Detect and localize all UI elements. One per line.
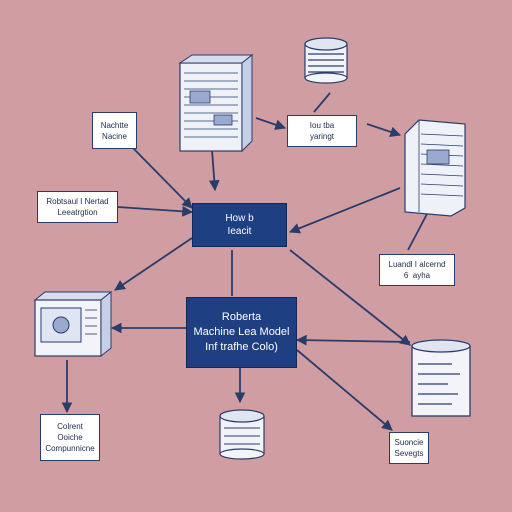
database-icon [304, 37, 348, 84]
connectors [61, 92, 428, 431]
label-right-middle: Luandl I alcernd 6 ayha [379, 254, 455, 286]
label-text: Nacine [102, 131, 127, 141]
node-text: Machine Lea Model [193, 326, 290, 338]
connector-top-node-to-computer [114, 237, 193, 291]
node-main-center: Roberta Machine Lea Model Inf trafhe Col… [186, 297, 297, 368]
label-bottom-right: Suoncie Sevegts [389, 432, 429, 464]
connector-main-to-storage-label [296, 349, 393, 431]
label-text: Colrent [57, 422, 83, 431]
label-text: Sevegts [394, 449, 424, 458]
label-text: yaringt [309, 132, 334, 141]
label-text: Luandl I alcernd [388, 260, 446, 269]
label-text: Leeatrgtion [57, 208, 98, 217]
node-top-center: How b Ieacit [192, 203, 287, 247]
label-left-middle: Robtsaul I Nertad Leeatrgtion [37, 191, 118, 223]
connector-middle-label-to-server [366, 123, 402, 138]
server-rack-icon [178, 53, 254, 153]
node-text: How b [225, 213, 254, 224]
connector-rightserver-to-top-node [288, 187, 401, 234]
label-text: Nachtte [100, 120, 129, 130]
label-top-middle: Iou tba yaringt [287, 115, 357, 147]
label-text: Compunnicne [45, 444, 95, 453]
node-text: Inf trafhe Colo) [205, 341, 278, 353]
node-text: Roberta [221, 311, 262, 323]
label-top-left: Nachtte Nacine [92, 112, 137, 149]
connector-label-to-top-node [132, 147, 193, 209]
label-text: 6 ayha [403, 271, 431, 280]
node-text: Ieacit [227, 226, 252, 237]
connector-top-node-to-storage [289, 249, 411, 346]
connector-server-to-middle-label [255, 117, 287, 130]
connector-storage-to-main [295, 334, 411, 346]
connector-database-to-label [313, 92, 331, 113]
connector-rightserver-to-label [407, 213, 428, 251]
database-icon [219, 409, 265, 460]
label-text: Iou tba [309, 121, 335, 130]
label-text: Ooiche [57, 433, 83, 442]
server-rack-icon [404, 119, 466, 217]
connector-leftlabel-to-top-node [117, 205, 194, 217]
storage-drive-icon [411, 339, 471, 417]
connector-server-to-top-node [208, 149, 220, 192]
label-bottom-left: Colrent Ooiche Compunnicne [40, 414, 100, 461]
label-text: Suoncie [394, 438, 424, 447]
computer-terminal-icon [33, 290, 113, 358]
label-text: Robtsaul I Nertad [46, 197, 109, 206]
